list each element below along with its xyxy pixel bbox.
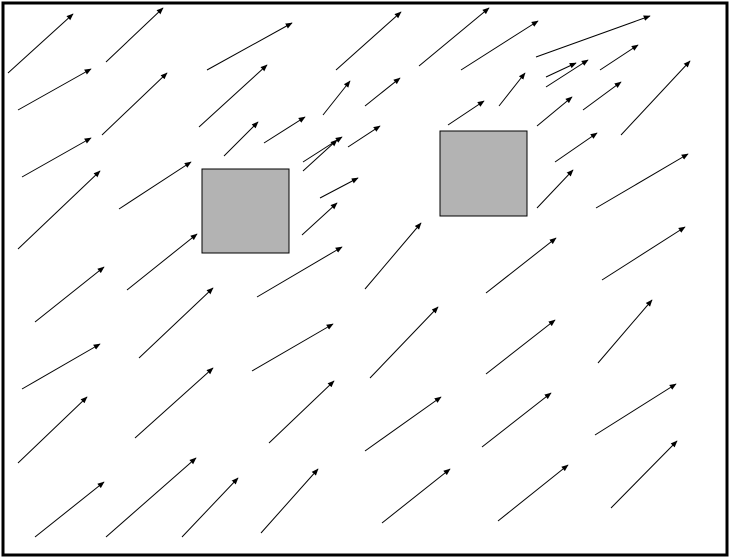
vector-arrow (545, 62, 577, 78)
vector-arrow (17, 396, 88, 464)
vector-arrow (554, 132, 598, 163)
obstacle-left (201, 168, 290, 254)
vector-arrow (498, 72, 526, 107)
vector-arrow (302, 139, 338, 172)
vector-arrow (198, 64, 268, 128)
vector-arrow (7, 13, 74, 74)
vector-arrow (535, 15, 651, 58)
vector-arrow (364, 222, 422, 290)
vector-arrow (364, 396, 442, 452)
vector-arrow (118, 161, 192, 210)
vector-arrow (105, 7, 164, 63)
vector-arrow (620, 60, 691, 136)
vector-arrow (594, 383, 677, 436)
vector-arrow (485, 237, 557, 294)
vector-arrow (610, 440, 678, 509)
vector-arrow (138, 287, 214, 359)
vector-arrow (460, 20, 539, 71)
vector-arrow (485, 319, 556, 375)
vector-arrow (268, 380, 335, 444)
vector-arrow (21, 137, 92, 178)
vector-arrow (101, 72, 168, 136)
vector-arrow (497, 464, 569, 522)
vector-arrow (34, 481, 105, 538)
vector-arrow (597, 299, 653, 364)
vector-arrow (223, 121, 259, 157)
vector-arrow (536, 96, 573, 127)
vector-arrow (601, 226, 686, 281)
vector-arrow (260, 468, 319, 534)
vector-arrow (319, 177, 359, 199)
vector-arrow (347, 125, 381, 148)
vector-arrow (17, 170, 101, 250)
vector-arrow (134, 367, 214, 439)
vector-arrow (381, 468, 451, 524)
vector-arrow (335, 11, 402, 71)
vector-arrow (447, 100, 485, 126)
arrow-field (7, 7, 691, 538)
obstacle-right (439, 130, 528, 217)
vector-arrow (34, 266, 105, 323)
vector-arrow (545, 59, 589, 88)
vector-arrow (256, 246, 343, 298)
vector-arrow (582, 81, 622, 111)
vector-arrow (206, 22, 293, 71)
vector-arrow (263, 116, 306, 144)
vector-arrow (17, 68, 92, 111)
vector-arrow (322, 80, 351, 116)
vector-arrow (481, 392, 552, 448)
vector-arrow (536, 169, 574, 209)
vector-arrow (181, 477, 239, 538)
vector-arrow (105, 457, 197, 538)
vector-arrow (251, 323, 334, 372)
vector-arrow (364, 77, 401, 107)
vector-arrow (301, 202, 338, 236)
vector-arrow (126, 233, 198, 291)
vector-arrow (418, 7, 490, 67)
vector-arrow (599, 44, 639, 71)
vector-arrow (21, 343, 101, 390)
vector-arrow (595, 153, 689, 209)
vector-arrow (369, 306, 439, 379)
